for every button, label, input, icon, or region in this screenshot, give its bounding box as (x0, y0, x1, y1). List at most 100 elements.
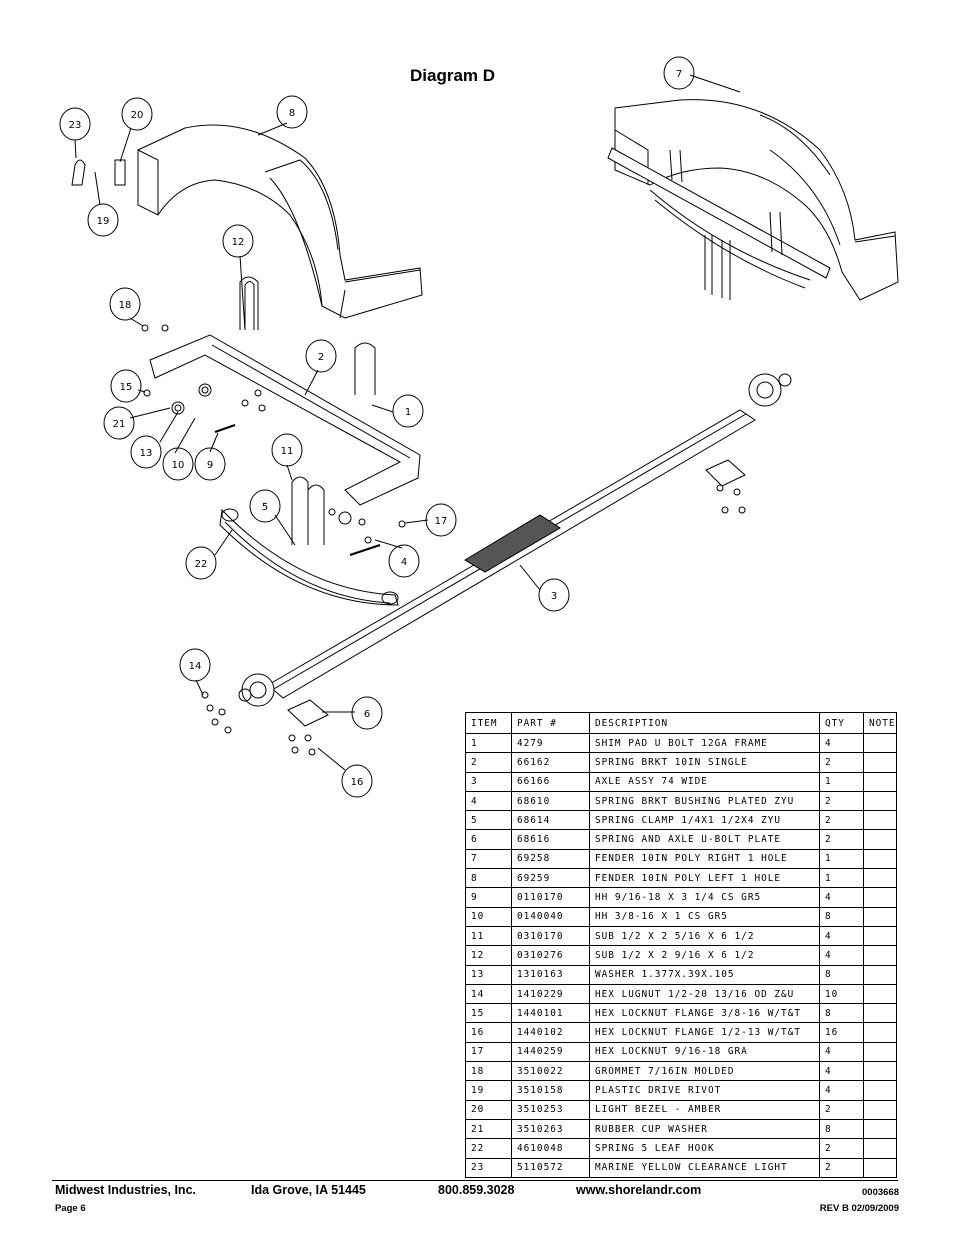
cell-qty: 2 (819, 1138, 864, 1159)
cell-part: 68616 (511, 829, 590, 850)
cell-part: 4610048 (511, 1138, 590, 1159)
callout-15: 15 (120, 382, 133, 393)
col-header-note: NOTE (863, 712, 897, 734)
leader-lines (74, 74, 741, 771)
cell-qty: 16 (819, 1022, 864, 1043)
cell-description: RUBBER CUP WASHER (589, 1118, 820, 1140)
cell-qty: 2 (819, 829, 864, 850)
cell-description: SHIM PAD U BOLT 12GA FRAME (589, 732, 820, 754)
cell-note (863, 1138, 897, 1159)
cell-qty: 8 (819, 964, 864, 985)
cell-note (863, 732, 897, 754)
cell-note (863, 983, 897, 1005)
cell-note (863, 1080, 897, 1101)
cell-description: HEX LOCKNUT FLANGE 1/2-13 W/T&T (589, 1022, 820, 1043)
cell-part: 69258 (511, 848, 590, 870)
cell-note (863, 848, 897, 870)
cell-qty: 2 (819, 810, 864, 831)
cell-description: SUB 1/2 X 2 9/16 X 6 1/2 (589, 945, 820, 966)
cell-qty: 2 (819, 752, 864, 773)
page-title: Diagram D (410, 66, 496, 85)
cell-description: PLASTIC DRIVE RIVOT (589, 1080, 820, 1101)
footer-phone: 800.859.3028 (438, 1183, 515, 1197)
cell-description: AXLE ASSY 74 WIDE (589, 771, 820, 792)
col-header-description: DESCRIPTION (589, 712, 820, 734)
cell-part: 3510253 (511, 1099, 590, 1120)
callout-12: 12 (232, 237, 245, 248)
cell-description: HH 9/16-18 X 3 1/4 CS GR5 (589, 887, 820, 908)
cell-description: SPRING BRKT BUSHING PLATED ZYU (589, 790, 820, 812)
cell-note (863, 1003, 897, 1024)
cell-item: 5 (465, 810, 512, 831)
callout-22: 22 (195, 559, 208, 570)
cell-item: 13 (465, 964, 512, 985)
axle-drawing (238, 373, 792, 707)
cell-item: 7 (465, 848, 512, 870)
cell-part: 68610 (511, 790, 590, 812)
callout-9: 9 (207, 460, 213, 471)
cell-description: LIGHT BEZEL - AMBER (589, 1099, 820, 1120)
cell-item: 6 (465, 829, 512, 850)
cell-qty: 2 (819, 1157, 864, 1178)
callout-3: 3 (551, 591, 557, 602)
cell-qty: 8 (819, 1003, 864, 1024)
footer-city: Ida Grove, IA 51445 (251, 1183, 366, 1197)
cell-item: 12 (465, 945, 512, 966)
cell-note (863, 1099, 897, 1120)
footer-revision: REV B 02/09/2009 (819, 1203, 899, 1214)
cell-note (863, 964, 897, 985)
cell-item: 1 (465, 732, 512, 754)
cell-note (863, 771, 897, 792)
col-header-qty: QTY (819, 712, 864, 734)
cell-part: 1410229 (511, 983, 590, 1005)
cell-item: 18 (465, 1061, 512, 1082)
cell-description: GROMMET 7/16IN MOLDED (589, 1061, 820, 1082)
cell-qty: 4 (819, 945, 864, 966)
cell-note (863, 1118, 897, 1140)
cell-item: 9 (465, 887, 512, 908)
cell-item: 16 (465, 1022, 512, 1043)
cell-note (863, 925, 897, 947)
cell-description: MARINE YELLOW CLEARANCE LIGHT (589, 1157, 820, 1178)
cell-item: 3 (465, 771, 512, 792)
callout-13: 13 (140, 448, 153, 459)
cell-qty: 1 (819, 771, 864, 792)
cell-item: 15 (465, 1003, 512, 1024)
callout-18: 18 (119, 300, 132, 311)
cell-qty: 4 (819, 732, 864, 754)
cell-part: 0310276 (511, 945, 590, 966)
cell-item: 19 (465, 1080, 512, 1101)
cell-item: 21 (465, 1118, 512, 1140)
cell-qty: 4 (819, 1041, 864, 1063)
cell-qty: 10 (819, 983, 864, 1005)
cell-qty: 4 (819, 925, 864, 947)
cell-description: HEX LOCKNUT FLANGE 3/8-16 W/T&T (589, 1003, 820, 1024)
cell-note (863, 1022, 897, 1043)
cell-qty: 4 (819, 1080, 864, 1101)
cell-note (863, 906, 897, 927)
callout-7: 7 (676, 69, 682, 80)
table-header-row: ITEM PART # DESCRIPTION QTY NOTE (465, 712, 897, 734)
cell-part: 3510022 (511, 1061, 590, 1082)
cell-note (863, 945, 897, 966)
cell-part: 0310170 (511, 925, 590, 947)
cell-note (863, 829, 897, 850)
